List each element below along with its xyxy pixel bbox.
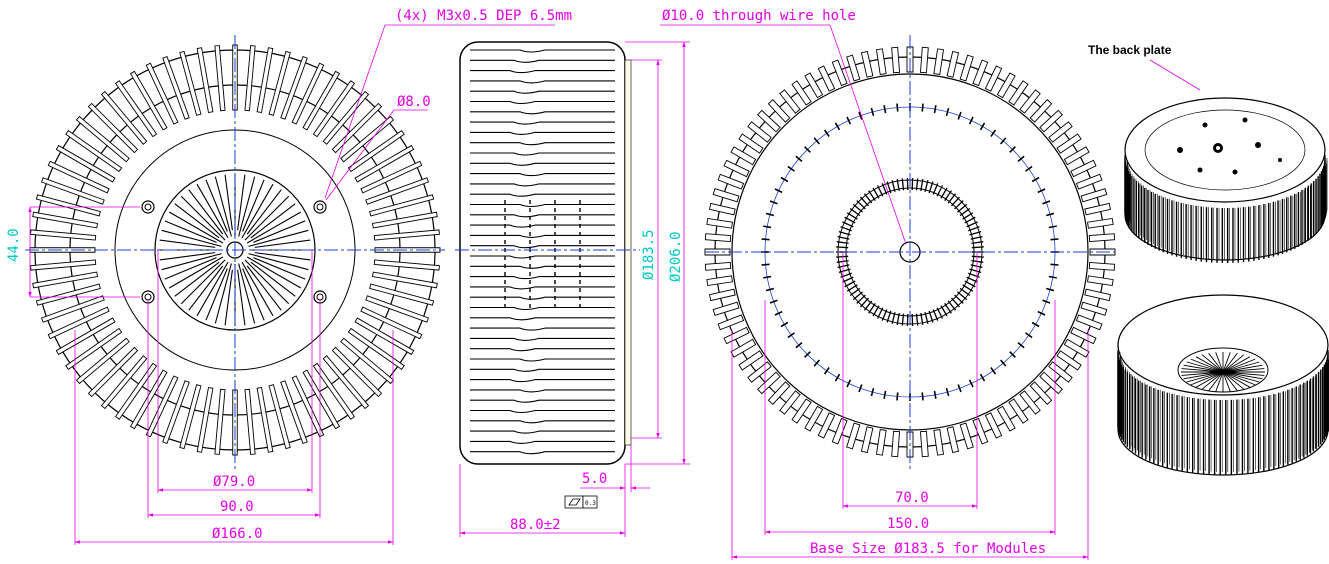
flatness-symbol: 0.3 bbox=[564, 495, 598, 509]
flatness-value: 0.3 bbox=[585, 500, 596, 507]
iso-back-plate-view bbox=[1124, 97, 1328, 263]
mount-hole-icon bbox=[313, 200, 327, 214]
side-fins bbox=[470, 49, 615, 455]
side-view: Ø183.5 Ø206.0 5.0 0.3 88.0±2 bbox=[455, 41, 690, 537]
inner-ticks bbox=[836, 178, 984, 326]
dim-150: 150.0 bbox=[887, 516, 929, 532]
mount-holes bbox=[141, 200, 327, 304]
dim-79: Ø79.0 bbox=[213, 474, 255, 490]
dim-166: Ø166.0 bbox=[212, 526, 263, 542]
wire-hole-callout: Ø10.0 through wire hole bbox=[662, 8, 856, 24]
back-plate bbox=[1124, 97, 1326, 203]
isometric-views: The back plate bbox=[1088, 43, 1329, 476]
dim-base-size: Base Size Ø183.5 for Modules bbox=[810, 541, 1046, 557]
iso-front-view bbox=[1117, 294, 1329, 476]
dim-70: 70.0 bbox=[895, 490, 929, 506]
mount-hole-icon bbox=[141, 200, 155, 214]
hole-dia-callout: Ø8.0 bbox=[397, 94, 431, 110]
dim-206: Ø206.0 bbox=[668, 231, 684, 282]
bottom-fins bbox=[704, 46, 1116, 458]
dim-44: 44.0 bbox=[6, 228, 22, 262]
core-rays bbox=[159, 174, 311, 326]
back-plate-label: The back plate bbox=[1088, 43, 1172, 57]
bottom-view: Ø10.0 through wire hole 70.0 150.0 Base … bbox=[660, 8, 1116, 560]
iso-front-rim bbox=[1117, 294, 1329, 396]
dim-88: 88.0±2 bbox=[510, 517, 561, 533]
top-view: 44.0 (4x) M3x0.5 DEP 6.5mm Ø8.0 Ø79.0 90… bbox=[6, 8, 572, 545]
dim-183: Ø183.5 bbox=[641, 229, 657, 280]
thread-callout: (4x) M3x0.5 DEP 6.5mm bbox=[395, 8, 572, 24]
dim-90: 90.0 bbox=[220, 499, 254, 515]
dim-5: 5.0 bbox=[582, 471, 607, 487]
